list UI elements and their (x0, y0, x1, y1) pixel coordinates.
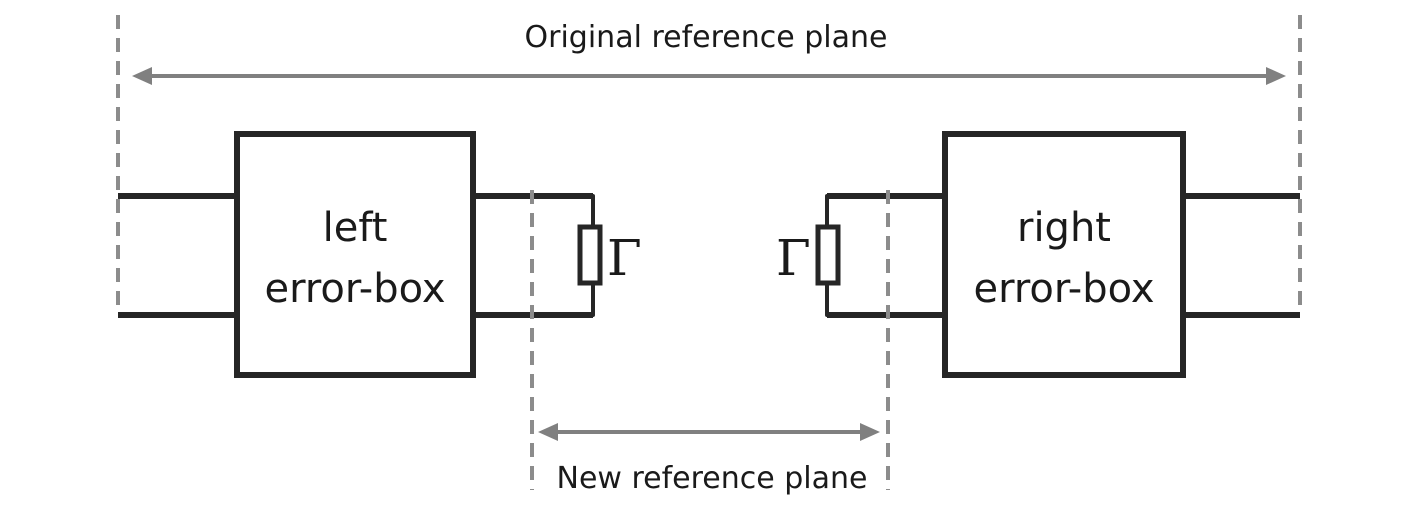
right-load-resistor (815, 224, 841, 286)
left-error-box-label-line1: left (323, 205, 388, 251)
arrow-head-left (538, 423, 558, 441)
right-reflection-coefficient-label: Γ (776, 229, 811, 287)
left-error-box-label-line2: error-box (264, 266, 445, 312)
arrow-head-right (1266, 67, 1286, 85)
right-error-box-label-line2: error-box (973, 266, 1154, 312)
original-reference-plane-label: Original reference plane (525, 20, 888, 55)
right-error-box (942, 131, 1186, 378)
arrow-head-left (132, 67, 152, 85)
left-reflection-coefficient-label: Γ (607, 229, 642, 287)
new-reference-plane-label: New reference plane (557, 461, 868, 496)
right-error-box-label-line1: right (1017, 205, 1111, 251)
left-load-resistor (577, 224, 603, 286)
arrow-head-right (860, 423, 880, 441)
original-reference-plane-arrow (132, 67, 1286, 85)
new-reference-plane-arrow (538, 423, 880, 441)
left-error-box (234, 131, 476, 378)
